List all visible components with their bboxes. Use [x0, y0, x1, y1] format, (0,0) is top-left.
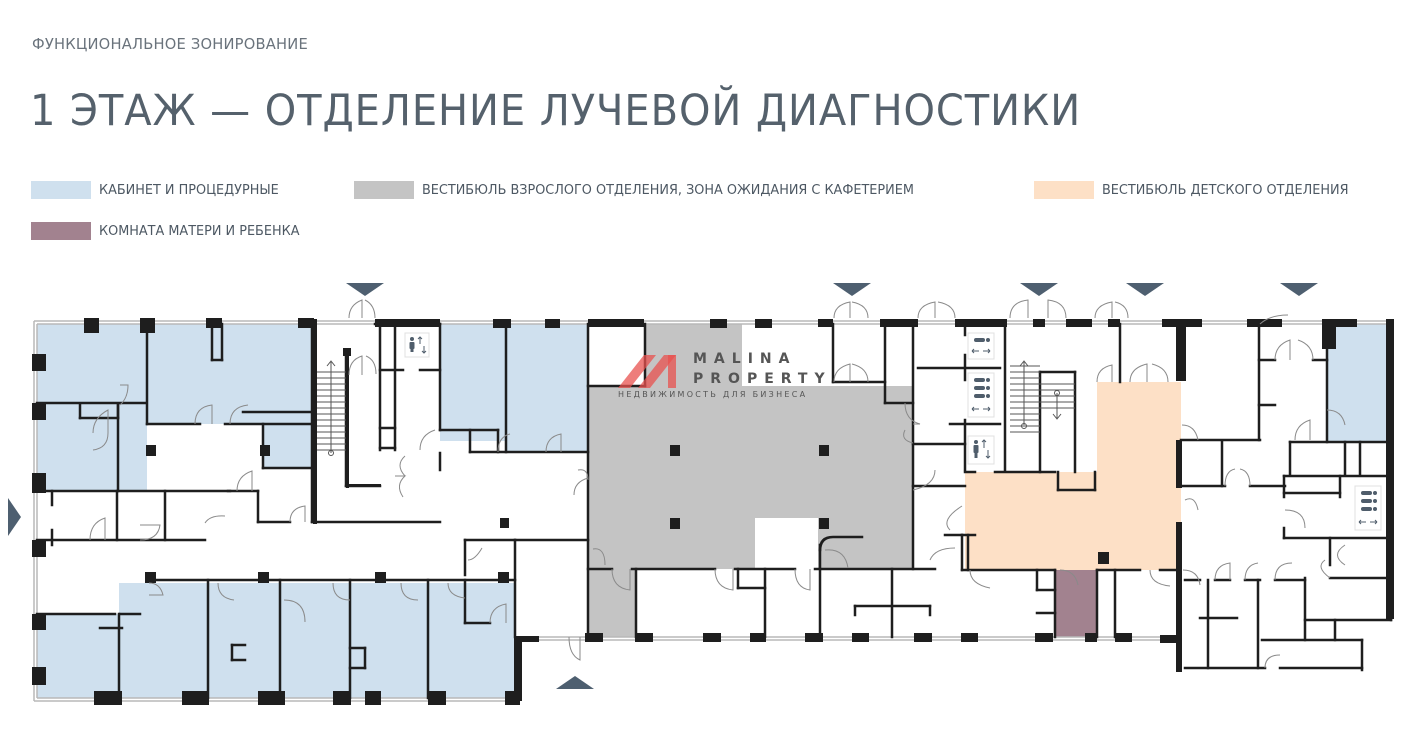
legend-swatch: [1034, 181, 1094, 199]
zone-mother-child-room: [1055, 570, 1097, 637]
floor-plan: [8, 283, 1394, 705]
zone-adult-lobby-cutout: [755, 518, 818, 569]
legend-item-cabinets: КАБИНЕТ И ПРОЦЕДУРНЫЕ: [31, 181, 288, 199]
columns: [32, 318, 1132, 705]
entrance-arrow-icon: [346, 283, 384, 296]
doors: [89, 299, 1346, 669]
watermark-line2: PROPERTY: [693, 371, 832, 387]
escalator-group-icon: [967, 332, 995, 360]
entrance-arrow-icon: [833, 283, 871, 296]
watermark-line3: НЕДВИЖИМОСТЬ ДЛЯ БИЗНЕСА: [618, 390, 808, 399]
zone-adult-lobby: [588, 324, 913, 637]
entrance-arrow-icon: [1020, 283, 1058, 296]
legend-swatch: [354, 181, 414, 199]
stair-right: [1010, 360, 1075, 433]
legend-label: ВЕСТИБЮЛЬ ДЕТСКОГО ОТДЕЛЕНИЯ: [1102, 182, 1349, 198]
escalator-group-icon: [967, 372, 995, 418]
subtitle: ФУНКЦИОНАЛЬНОЕ ЗОНИРОВАНИЕ: [32, 35, 308, 53]
page-title: 1 ЭТАЖ — ОТДЕЛЕНИЕ ЛУЧЕВОЙ ДИАГНОСТИКИ: [30, 86, 1082, 136]
legend-item-mother-child-room: КОМНАТА МАТЕРИ И РЕБЕНКА: [31, 222, 310, 240]
elevator-icon: [404, 332, 430, 358]
legend-swatch: [31, 222, 91, 240]
legend-label: КАБИНЕТ И ПРОЦЕДУРНЫЕ: [99, 182, 279, 198]
legend-item-child-lobby: ВЕСТИБЮЛЬ ДЕТСКОГО ОТДЕЛЕНИЯ: [1034, 181, 1361, 199]
escalator-group-icon: [1354, 485, 1382, 531]
thick-walls: [313, 319, 1394, 701]
legend-label: ВЕСТИБЮЛЬ ВЗРОСЛОГО ОТДЕЛЕНИЯ, ЗОНА ОЖИД…: [422, 182, 914, 198]
legend-swatch: [31, 181, 91, 199]
entrance-arrow-icon: [1280, 283, 1318, 296]
entrance-arrow-icon: [1126, 283, 1164, 296]
entrance-arrow-icon: [8, 498, 21, 536]
malina-logo-icon: [618, 355, 676, 388]
zone-child-lobby: [965, 382, 1181, 570]
elevator-icon: [967, 435, 995, 465]
watermark-line1: MALINA: [693, 351, 797, 367]
entrance-arrow-icon: [556, 676, 594, 689]
legend-label: КОМНАТА МАТЕРИ И РЕБЕНКА: [99, 223, 300, 239]
legend-item-adult-lobby: ВЕСТИБЮЛЬ ВЗРОСЛОГО ОТДЕЛЕНИЯ, ЗОНА ОЖИД…: [354, 181, 940, 199]
entrance-markers: [8, 283, 1318, 689]
walls: [35, 322, 1393, 700]
stair-left: [317, 360, 346, 456]
